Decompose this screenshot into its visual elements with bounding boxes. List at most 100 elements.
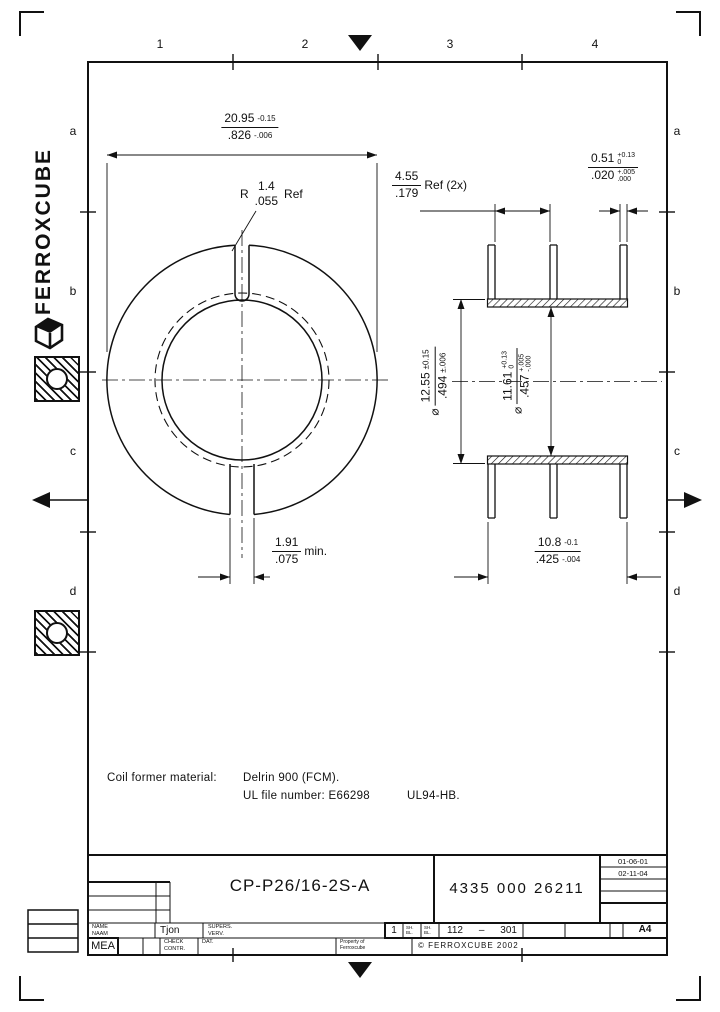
core-outer-arc-right (248, 244, 378, 516)
ferroxcube-cube-icon (34, 317, 64, 350)
dim-inch: .826 (227, 127, 252, 142)
label-contr: CONTR. (164, 945, 186, 952)
check-label: CHECK CONTR. (164, 939, 185, 952)
designer-name: Tjon (160, 925, 180, 936)
dim-mm-tol: -0.15 (257, 113, 276, 123)
property-line-1: Property of (340, 939, 365, 945)
zone-row-b-right: b (673, 284, 681, 298)
label-naam: NAAM (92, 930, 108, 937)
dim-text-1-91: 1.91 .075 min. (272, 535, 328, 567)
flange-top-middle (549, 244, 558, 299)
label-supers: SUPERS. (208, 924, 233, 930)
dim-mm: 12.55 (418, 372, 433, 403)
flange-top-right (619, 244, 628, 299)
dim-mm-tol: ±0.15 (421, 349, 431, 370)
zone-ticks (80, 54, 675, 962)
dimension-12-55 (453, 299, 485, 464)
dim-inch-tol-up: +.005 (617, 169, 636, 176)
margin-hatch-symbol-1 (34, 356, 80, 402)
drawing-frame (87, 61, 668, 956)
hatch-symbol-hole (46, 368, 68, 390)
sheet-number: 1 (391, 925, 397, 936)
dim-inch: .020 (591, 168, 615, 183)
zone-row-d-left: d (69, 584, 77, 598)
dimension-11-61 (547, 307, 555, 456)
dim-text-10-8: 10.8-0.1 .425-.004 (533, 535, 584, 567)
core-outer-arc-left (106, 244, 236, 516)
property-line-2: Ferroxcube (340, 945, 366, 951)
dim-mm-tol-dn: 0 (508, 364, 516, 369)
core-dashed-circle (154, 292, 330, 468)
paper-size: A4 (638, 924, 652, 935)
dim-text-12-55: ⌀ 12.55 ±0.15 .494 ±.006 (418, 346, 451, 416)
dim-mm: 0.51 (591, 151, 615, 166)
note-ul-file: UL file number: E66298 (243, 790, 370, 802)
dim-inch-tol-dn: .000 (617, 176, 631, 183)
dim-suffix: min. (304, 544, 328, 559)
sheet-labels-2: SH. BL. (424, 925, 432, 935)
dim-mm-tol-up: +0.13 (501, 350, 509, 369)
dim-suffix: Ref (284, 187, 303, 202)
label-sh: SH. (406, 925, 414, 930)
zone-col-2: 2 (301, 37, 309, 51)
dim-inch-tol: -.006 (254, 130, 273, 140)
zone-row-a-left: a (69, 124, 77, 138)
dim-inch: .494 (435, 375, 450, 400)
dim-prefix: R (240, 187, 249, 202)
note-ul94: UL94-HB. (407, 790, 460, 802)
drawing-number: 4335 000 26211 (449, 880, 585, 897)
flange-bottom-right (619, 464, 628, 519)
dim-text-4-55: 4.55 .179 Ref (2x) (392, 169, 467, 201)
diameter-symbol: ⌀ (510, 406, 524, 415)
dim-mm: 11.61 (500, 371, 515, 401)
flange-bottom-left (487, 464, 496, 519)
revision-date-1: 01-06-01 (617, 857, 649, 866)
dim-inch-tol-dn: -.000 (525, 355, 533, 372)
label-bl: BL. (406, 930, 413, 935)
dim-mm-tol-dn: 0 (617, 159, 622, 166)
part-name: CP-P26/16-2S-A (229, 876, 371, 895)
zone-row-d-right: d (673, 584, 681, 598)
dim-mm: 1.4 (258, 179, 275, 193)
zone-col-4: 4 (591, 37, 599, 51)
dimension-0-51 (599, 204, 648, 242)
form-code-left: 112 (447, 925, 463, 936)
core-top-slot (234, 245, 250, 302)
title-block-grid (87, 854, 668, 956)
leader-r1-4 (231, 210, 257, 252)
label-name: NAME (92, 924, 108, 930)
dim-mm: 20.95 (224, 111, 255, 125)
dim-inch-tol: ±.006 (438, 352, 448, 373)
label-verv: VERV. (208, 930, 224, 937)
supers-label: SUPERS. VERV. (208, 924, 232, 937)
dim-inch: .179 (395, 185, 419, 200)
property-note: Property of Ferroxcube (340, 939, 365, 951)
label-sh: SH. (424, 925, 432, 930)
label-check: CHECK (164, 939, 184, 945)
dimension-1-91 (198, 518, 270, 584)
dim-text-r1-4: R 1.4 .055 Ref (240, 179, 303, 209)
zone-row-c-right: c (674, 444, 680, 458)
margin-hatch-symbol-2 (34, 610, 80, 656)
zone-col-3: 3 (446, 37, 454, 51)
diameter-symbol: ⌀ (428, 408, 442, 416)
flange-top-left (487, 244, 496, 299)
name-label: NAME NAAM (92, 924, 108, 937)
flange-bottom-middle (549, 464, 558, 519)
note-material-label: Coil former material: (107, 772, 217, 784)
dim-inch: .055 (254, 193, 279, 208)
copyright: © FERROXCUBE 2002 (418, 941, 519, 950)
dim-inch-tol-up: +.005 (518, 353, 526, 372)
core-front-view (102, 230, 388, 558)
dim-mm-tol-up: +0.13 (617, 152, 636, 159)
zone-row-b-left: b (69, 284, 77, 298)
dim-mm: 4.55 (395, 169, 419, 183)
margin-boxes (27, 909, 79, 953)
core-inner-circle (161, 299, 323, 461)
zone-col-1: 1 (156, 37, 164, 51)
note-material-value: Delrin 900 (FCM). (243, 772, 340, 784)
form-code-right: 301 (500, 925, 517, 936)
date-label: DAT. (202, 939, 214, 945)
